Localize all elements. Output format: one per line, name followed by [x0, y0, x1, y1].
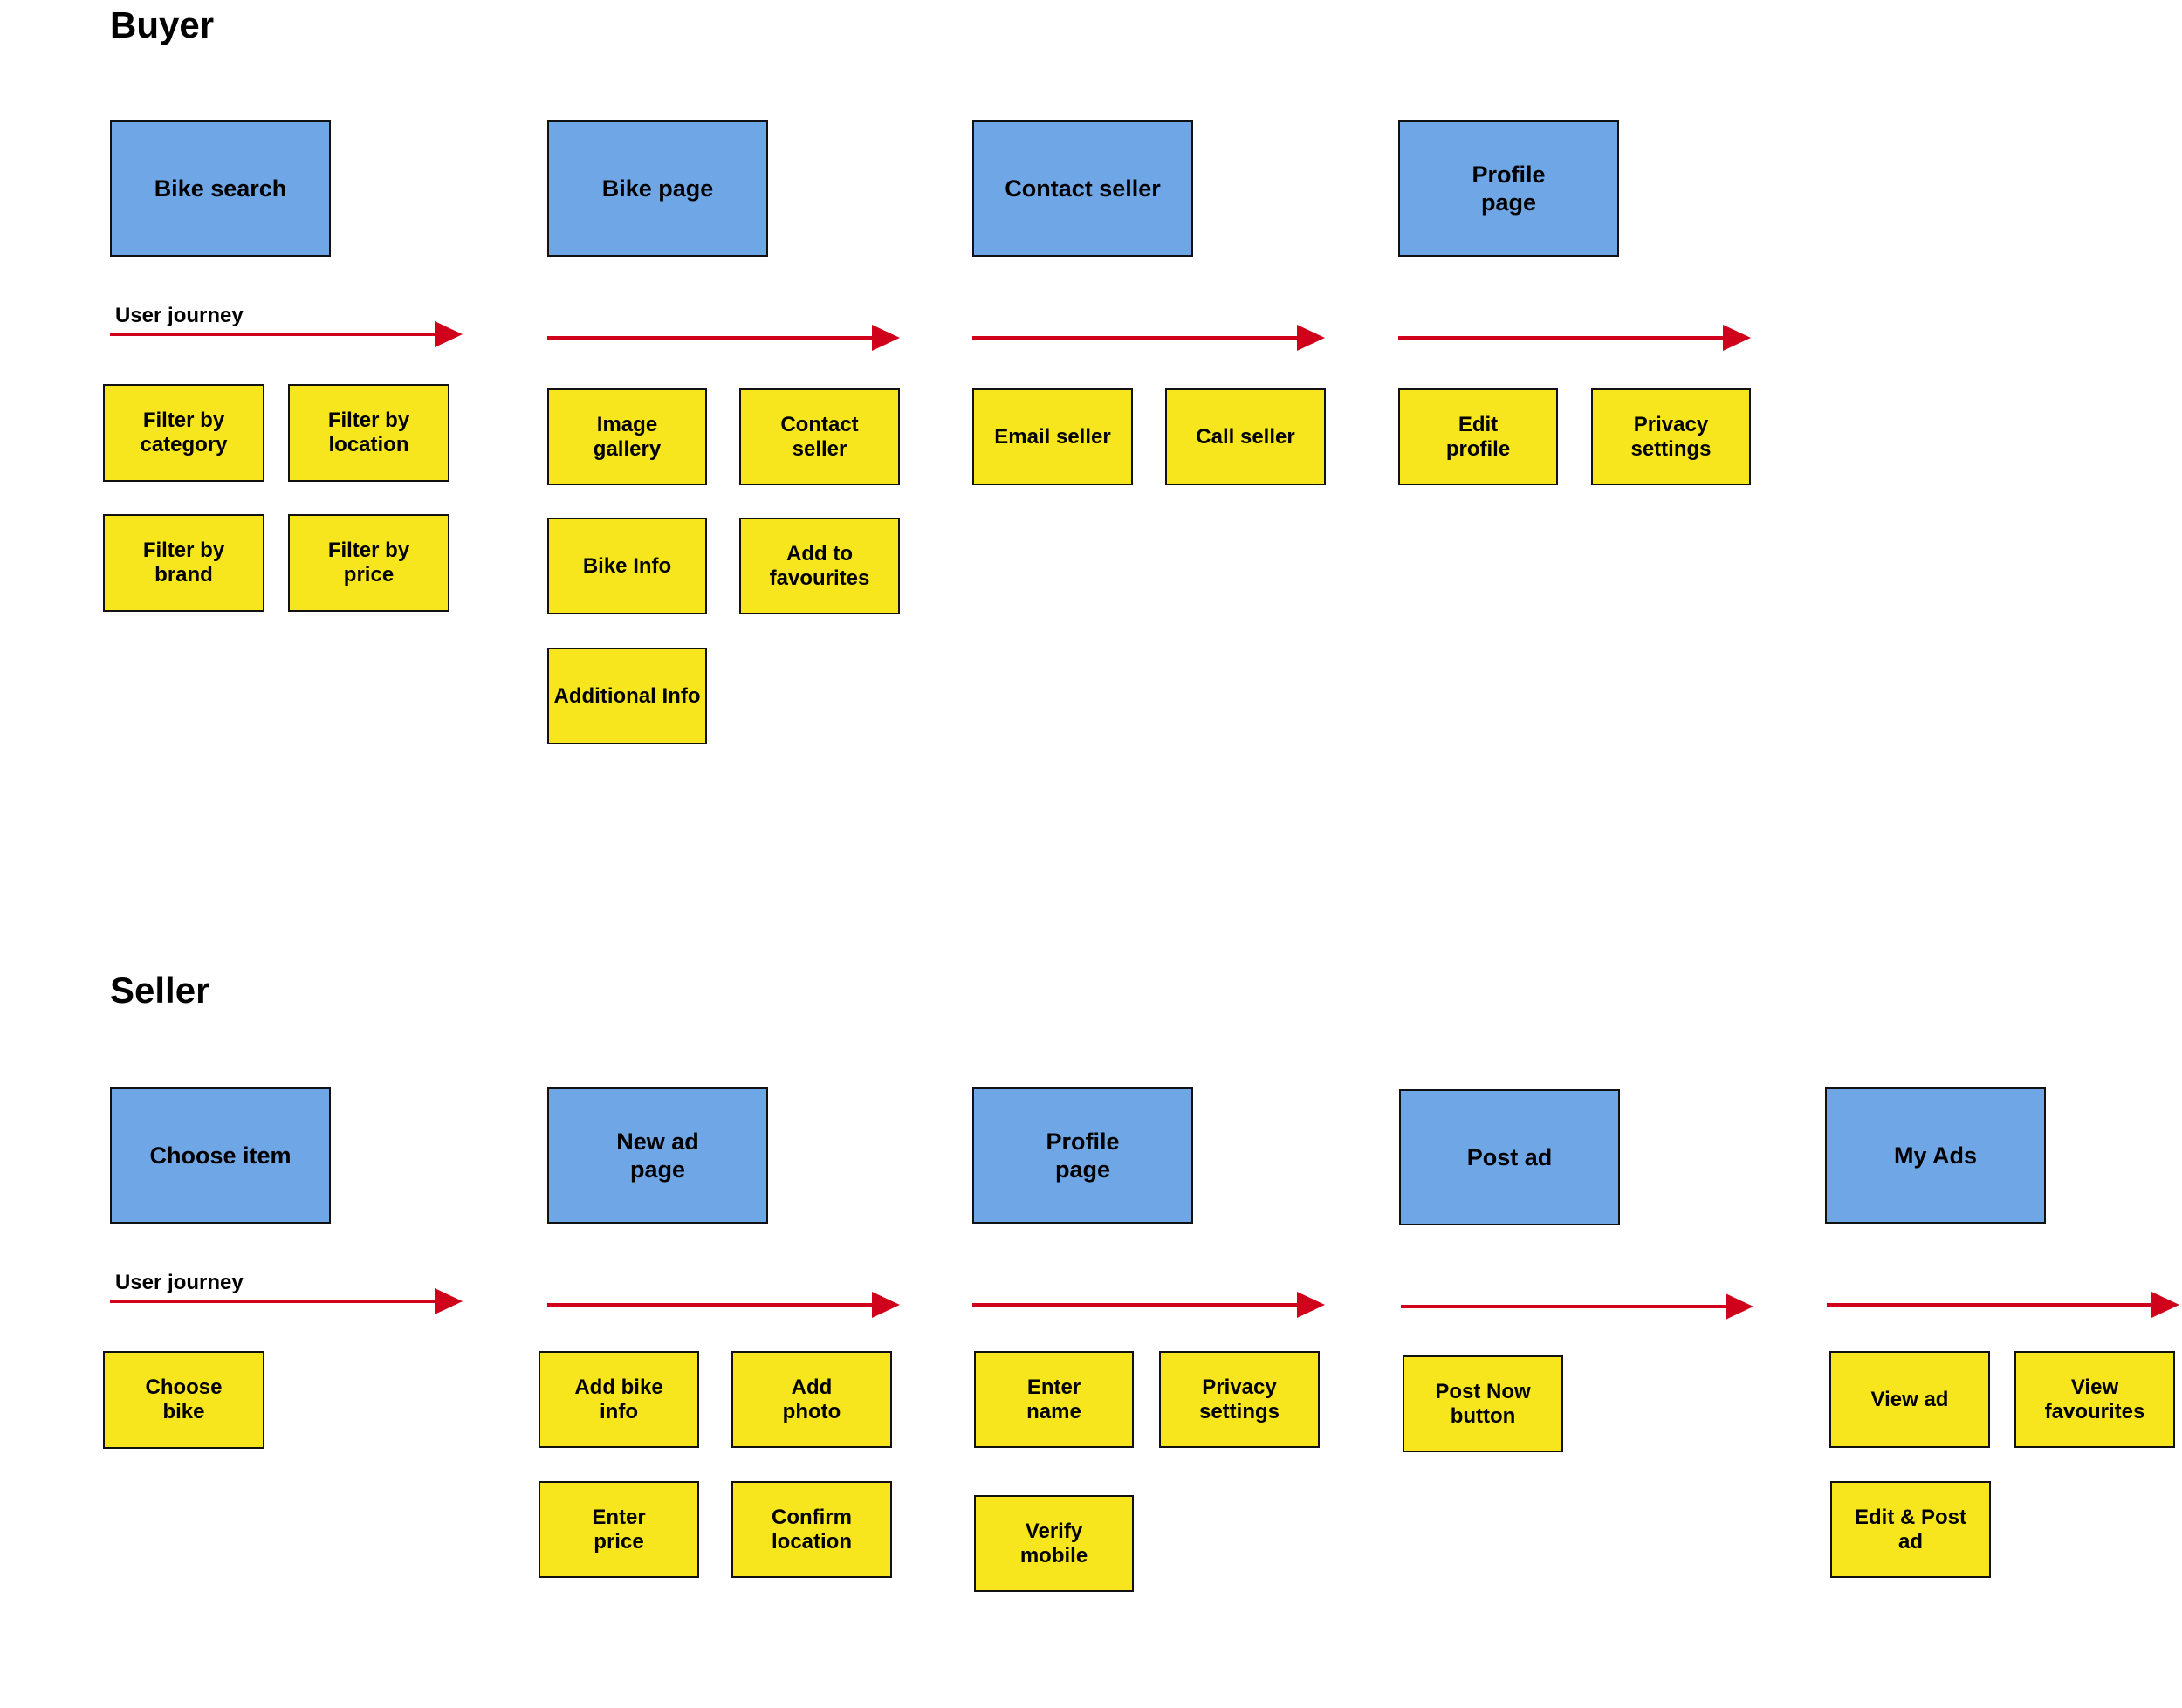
journey-label: User journey — [115, 304, 244, 327]
sticky-note: Post Now button — [1403, 1355, 1563, 1452]
sticky-note: Filter by category — [103, 384, 264, 482]
journey-arrow — [110, 321, 463, 347]
sticky-note: Enter price — [539, 1481, 699, 1578]
sticky-note: Add bike info — [539, 1351, 699, 1448]
journey-arrow — [972, 1292, 1325, 1318]
journey-arrow — [1827, 1292, 2179, 1318]
page-box-bike-page: Bike page — [547, 120, 768, 257]
sticky-note: Bike Info — [547, 518, 707, 614]
page-box-choose-item: Choose item — [110, 1087, 331, 1224]
sticky-note: View ad — [1829, 1351, 1990, 1448]
page-box-profile-page: Profile page — [1398, 120, 1619, 257]
page-box-bike-search: Bike search — [110, 120, 331, 257]
sticky-note: Choose bike — [103, 1351, 264, 1449]
sticky-note: View favourites — [2014, 1351, 2175, 1448]
sticky-note: Contact seller — [739, 388, 900, 485]
sticky-note: Email seller — [972, 388, 1133, 485]
sticky-note: Additional Info — [547, 648, 707, 744]
page-box-profile-page: Profile page — [972, 1087, 1193, 1224]
journey-arrow — [110, 1288, 463, 1314]
journey-arrow — [1401, 1293, 1753, 1320]
seller-title: Seller — [110, 970, 210, 1011]
sticky-note: Call seller — [1165, 388, 1326, 485]
journey-label: User journey — [115, 1271, 244, 1294]
sticky-note: Image gallery — [547, 388, 707, 485]
sticky-note: Filter by location — [288, 384, 449, 482]
sticky-note: Add to favourites — [739, 518, 900, 614]
page-box-my-ads: My Ads — [1825, 1087, 2046, 1224]
sticky-note: Add photo — [731, 1351, 892, 1448]
journey-arrow — [1398, 325, 1751, 351]
page-box-contact-seller: Contact seller — [972, 120, 1193, 257]
sticky-note: Filter by brand — [103, 514, 264, 612]
sticky-note: Edit & Post ad — [1830, 1481, 1991, 1578]
buyer-title: Buyer — [110, 4, 215, 45]
sticky-note: Privacy settings — [1159, 1351, 1320, 1448]
sticky-note: Confirm location — [731, 1481, 892, 1578]
journey-arrow — [547, 325, 900, 351]
journey-arrow — [972, 325, 1325, 351]
page-box-post-ad: Post ad — [1399, 1089, 1620, 1225]
sticky-note: Enter name — [974, 1351, 1134, 1448]
sticky-note: Filter by price — [288, 514, 449, 612]
journey-arrow — [547, 1292, 900, 1318]
sticky-note: Privacy settings — [1591, 388, 1751, 485]
sticky-note: Edit profile — [1398, 388, 1558, 485]
page-box-new-ad-page: New ad page — [547, 1087, 768, 1224]
sticky-note: Verify mobile — [974, 1495, 1134, 1592]
